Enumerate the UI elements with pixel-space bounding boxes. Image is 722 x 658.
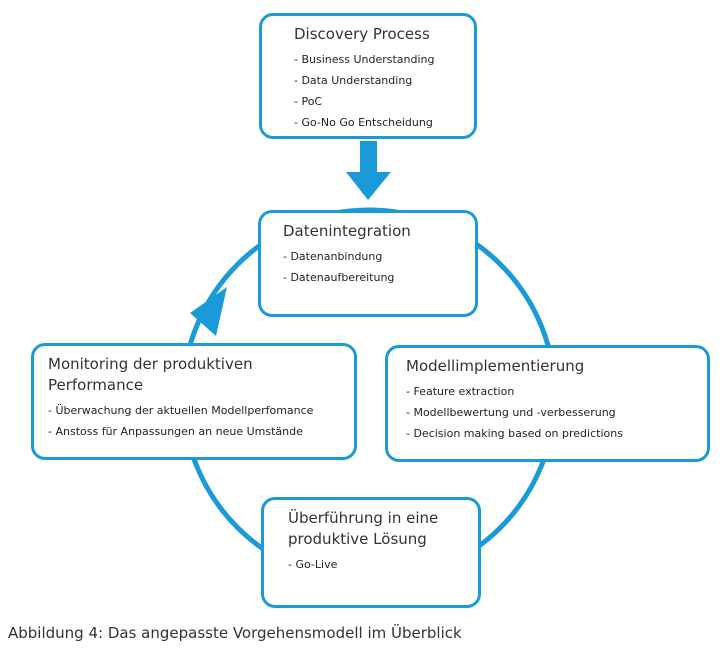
list-item: - Datenanbindung xyxy=(283,250,383,263)
list-item: - Überwachung der aktuellen Modellperfom… xyxy=(48,404,314,417)
list-item: - Go-Live xyxy=(288,558,338,571)
monitoring-title-line1: Monitoring der produktiven xyxy=(48,355,253,373)
transfer-title: Überführung in eine produktive Lösung xyxy=(288,508,464,550)
list-item: - Data Understanding xyxy=(294,74,413,87)
list-item: - Feature extraction xyxy=(406,385,515,398)
model-title: Modellimplementierung xyxy=(406,357,585,375)
discovery-process-box: Discovery Process - Business Understandi… xyxy=(259,13,477,139)
list-item: - Datenaufbereitung xyxy=(283,271,395,284)
figure-caption: Abbildung 4: Das angepasste Vorgehensmod… xyxy=(8,624,462,642)
discovery-title: Discovery Process xyxy=(294,25,430,43)
list-item: - Decision making based on predictions xyxy=(406,427,623,440)
transfer-title-line2: produktive Lösung xyxy=(288,530,427,548)
transfer-title-line1: Überführung in eine xyxy=(288,509,439,527)
model-items: - Feature extraction - Modellbewertung u… xyxy=(406,381,693,444)
integration-items: - Datenanbindung - Datenaufbereitung xyxy=(283,246,461,288)
transfer-items: - Go-Live xyxy=(288,554,464,575)
integration-title: Datenintegration xyxy=(283,222,411,240)
monitoring-items: - Überwachung der aktuellen Modellperfom… xyxy=(48,400,340,442)
list-item: - PoC xyxy=(294,95,323,108)
discovery-items: - Business Understanding - Data Understa… xyxy=(294,49,460,133)
monitoring-box: Monitoring der produktiven Performance -… xyxy=(31,343,357,460)
list-item: - Go-No Go Entscheidung xyxy=(294,116,433,129)
monitoring-title-line2: Performance xyxy=(48,376,144,394)
down-arrow-icon xyxy=(346,141,391,200)
modellimplementierung-box: Modellimplementierung - Feature extracti… xyxy=(385,345,710,462)
monitoring-title: Monitoring der produktiven Performance xyxy=(48,354,340,396)
list-item: - Business Understanding xyxy=(294,53,435,66)
cycle-arrowhead-icon xyxy=(190,287,227,336)
list-item: - Anstoss für Anpassungen an neue Umstän… xyxy=(48,425,303,438)
ueberfuehrung-box: Überführung in eine produktive Lösung - … xyxy=(261,497,481,608)
datenintegration-box: Datenintegration - Datenanbindung - Date… xyxy=(258,210,478,317)
list-item: - Modellbewertung und -verbesserung xyxy=(406,406,616,419)
